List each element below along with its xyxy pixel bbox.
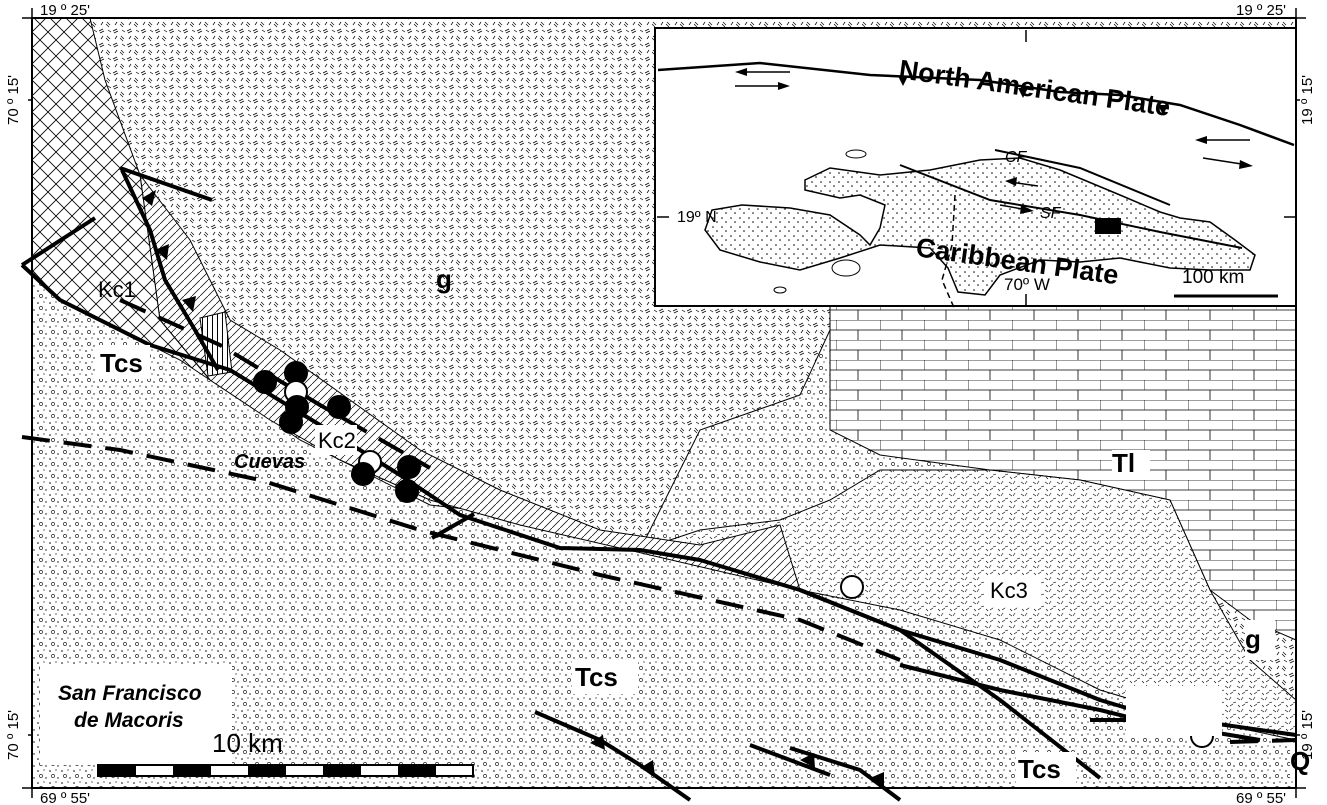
label-tcs-east: Tcs	[1018, 754, 1061, 784]
label-19n: 19º N	[677, 209, 717, 226]
sample-filled	[397, 455, 421, 479]
scale-bar: 10 km	[97, 728, 474, 777]
label-kc1: Kc1	[98, 277, 136, 302]
coord-right-top: 19 º 15'	[1299, 75, 1316, 125]
coord-bottom-right: 69 º 55'	[1236, 790, 1286, 805]
dashed-faults	[21, 298, 1297, 744]
sample-open	[840, 575, 864, 599]
label-g: g	[436, 264, 452, 294]
fault-lines	[20, 166, 1297, 802]
coord-top-right: 19 º 25'	[1236, 2, 1286, 19]
label-g-east: g	[1245, 624, 1261, 654]
coord-bottom-left: 69 º 55'	[40, 790, 90, 805]
label-tcs-west: Tcs	[100, 348, 143, 378]
sample-filled	[395, 479, 419, 503]
label-inset-scale: 100 km	[1182, 267, 1244, 288]
sample-filled	[327, 395, 351, 419]
label-sfm-line2: de Macoris	[74, 709, 184, 732]
label-tcs-center: Tcs	[575, 662, 618, 692]
coord-left-top: 70 º 15'	[5, 75, 22, 125]
sample-filled	[253, 370, 277, 394]
scale-label: 10 km	[212, 728, 283, 758]
inset-map: North American Plate Caribbean Plate CF …	[654, 27, 1297, 311]
coord-top-left: 19 º 25'	[40, 2, 90, 19]
coord-left-bottom: 70 º 15'	[5, 710, 22, 760]
label-sf: SF	[1040, 205, 1062, 222]
sample-filled	[279, 410, 303, 434]
sample-filled	[351, 462, 375, 486]
label-sfm-line1: San Francisco	[58, 682, 202, 705]
thrust-teeth	[142, 190, 884, 788]
sfm-label-box	[40, 665, 232, 765]
frame-ticks	[22, 8, 1306, 798]
label-cuevas: Cuevas	[234, 451, 305, 473]
coord-right-bottom: 19 º 15'	[1299, 710, 1316, 760]
label-tl: Tl	[1112, 448, 1135, 478]
label-cf: CF	[1005, 149, 1028, 166]
label-kc2: Kc2	[318, 428, 356, 453]
map-frame	[31, 17, 1297, 789]
label-kc3: Kc3	[990, 578, 1028, 603]
label-70w: 70º W	[1004, 275, 1050, 294]
sample-sites	[253, 361, 1214, 748]
